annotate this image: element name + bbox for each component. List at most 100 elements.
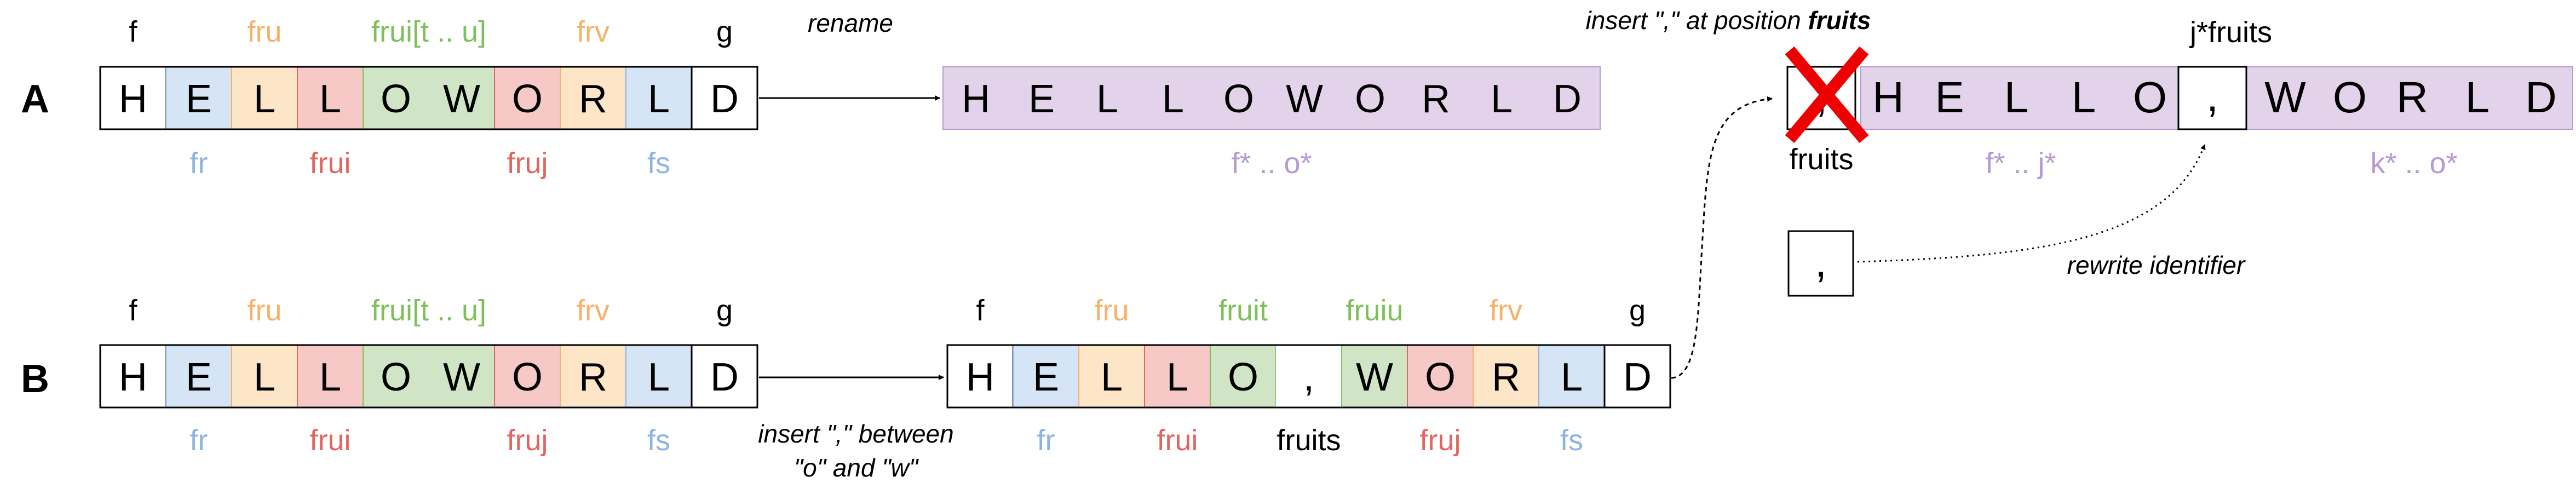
id-label: fs: [1560, 424, 1583, 457]
inserted-word: H E L L O , W O R L D f fru fruit fruiu …: [946, 294, 1671, 457]
cell-bg: [297, 345, 364, 408]
new-id-label: j*fruits: [2189, 16, 2272, 49]
inserted-comma: ,: [2206, 72, 2218, 120]
letter: O: [1355, 77, 1385, 121]
inserted-comma-box: [2177, 66, 2247, 130]
id-label: fr: [190, 424, 208, 457]
letter: ,: [1303, 355, 1314, 399]
id-label: frv: [577, 15, 610, 48]
range-label: f* .. o*: [1231, 147, 1312, 180]
letter: H: [1872, 73, 1904, 122]
letter: O: [2333, 73, 2367, 122]
letter: L: [1162, 77, 1184, 121]
letter: D: [1623, 355, 1652, 399]
letter: H: [962, 77, 990, 121]
id-label: frui: [309, 424, 350, 457]
id-label: fru: [1094, 294, 1129, 327]
cell-bg: [625, 66, 692, 130]
letter: D: [2525, 73, 2557, 122]
cell-bg: [231, 345, 298, 408]
letter: L: [1101, 355, 1123, 399]
id-label: frui: [309, 147, 350, 180]
cell-bg: [165, 345, 232, 408]
cell-bg: [1210, 345, 1277, 408]
id-label: frv: [1490, 294, 1522, 327]
delete-cross-icon: [1785, 46, 1869, 143]
letter: L: [1491, 77, 1513, 121]
letter: D: [710, 355, 739, 399]
standalone-comma: ,: [1815, 237, 1827, 286]
letter: L: [1561, 355, 1583, 399]
standalone-comma-box: [1787, 230, 1854, 297]
cell-bg: [1341, 345, 1408, 408]
cell-bg: [1538, 345, 1605, 408]
id-label: g: [1629, 294, 1646, 327]
cell-bg: [1144, 345, 1211, 408]
letter: R: [1422, 77, 1450, 121]
dotted-connector-arrow: [1671, 96, 1773, 379]
letter: O: [381, 355, 411, 399]
letter: L: [254, 77, 275, 121]
id-label: frv: [577, 294, 610, 327]
id-label: fruit: [1218, 294, 1268, 327]
row-label-a: A: [21, 77, 49, 121]
id-label: fruiu: [1346, 294, 1403, 327]
letter: O: [1228, 355, 1258, 399]
letter: O: [1425, 355, 1456, 399]
letter: E: [186, 77, 212, 121]
id-label: fruj: [1419, 424, 1461, 457]
letter: W: [1356, 355, 1393, 399]
insert-label-line2: "o" and "w": [794, 453, 919, 482]
letter: H: [119, 355, 147, 399]
letter: R: [2396, 73, 2428, 122]
row-a-original-word: H E L L O W O R L D f fru frui[t .. u] f…: [99, 15, 758, 180]
letter: R: [1492, 355, 1520, 399]
letter: L: [1166, 355, 1188, 399]
letter: O: [2133, 73, 2167, 122]
cell-bg: [494, 66, 561, 130]
letter: W: [2264, 73, 2306, 122]
insert-label-line1: insert "," between: [758, 420, 953, 448]
insert-at-prefix: insert "," at position: [1586, 6, 1808, 35]
rename-label: rename: [808, 9, 893, 37]
id-label: g: [716, 15, 733, 48]
row-b-original-word: H E L L O W O R L D f fru frui[t .. u] f…: [99, 294, 758, 457]
letter: R: [579, 355, 607, 399]
id-label: fruits: [1277, 424, 1341, 457]
cell-bg: [1078, 345, 1145, 408]
cell-bg: [363, 345, 495, 408]
id-label: fr: [190, 147, 208, 180]
id-label: frui[t .. u]: [371, 15, 486, 48]
id-label: f: [129, 15, 137, 48]
letter: O: [381, 77, 411, 121]
id-label: fruj: [507, 147, 548, 180]
cell-bg: [165, 66, 232, 130]
insert-at-label: insert "," at position fruits: [1586, 6, 1871, 35]
range-label: k* .. o*: [2370, 147, 2457, 180]
letter: L: [2465, 73, 2490, 122]
insert-at-bold: fruits: [1808, 6, 1871, 35]
id-label: fru: [247, 294, 281, 327]
letter: E: [1935, 73, 1964, 122]
letter: L: [648, 355, 670, 399]
result-word: , fruits H E L L O , j*fruits W O R L D …: [1785, 16, 2573, 180]
id-label: f: [129, 294, 137, 327]
id-label: fru: [247, 15, 281, 48]
letter: L: [1096, 77, 1118, 121]
cell-bg: [363, 66, 495, 130]
row-label-b: B: [21, 357, 49, 401]
id-label: fruj: [507, 424, 548, 457]
range-label: f* .. j*: [1985, 147, 2056, 180]
letter: L: [319, 77, 341, 121]
letter: O: [512, 355, 543, 399]
letter: E: [1033, 355, 1059, 399]
letter: D: [710, 77, 739, 121]
deleted-id-label: fruits: [1789, 143, 1853, 176]
word-outline: [99, 344, 758, 409]
letter: L: [319, 355, 341, 399]
rewrite-label: rewrite identifier: [2067, 251, 2246, 279]
letter: W: [443, 355, 480, 399]
letter: L: [254, 355, 275, 399]
word-outline: [99, 66, 758, 130]
